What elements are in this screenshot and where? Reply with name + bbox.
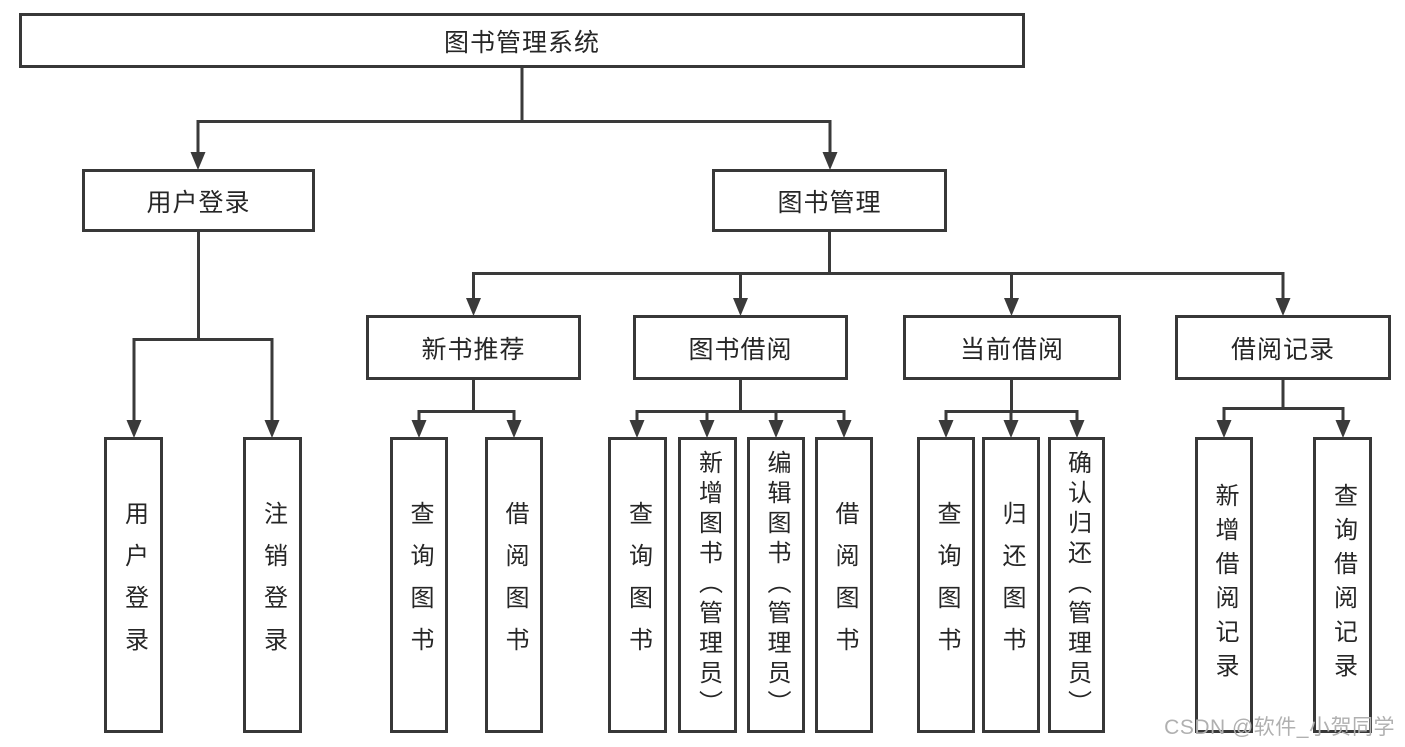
node-new-book-recommend: 新书推荐 <box>366 315 581 380</box>
leaf-label: 借阅图书 <box>831 501 858 669</box>
node-book-borrowing: 图书借阅 <box>633 315 848 380</box>
leaf-label: 查询借阅记录 <box>1329 483 1357 687</box>
arrowhead-icons <box>126 152 1351 438</box>
node-leaf-borrow-book-recommend: 借阅图书 <box>485 437 543 733</box>
leaf-label: 编辑图书（管理员） <box>763 450 790 720</box>
node-leaf-add-book-admin: 新增图书（管理员） <box>678 437 737 733</box>
node-user-login: 用户登录 <box>82 169 315 232</box>
leaf-label: 用户登录 <box>120 501 148 669</box>
csdn-watermark: CSDN @软件_小贺同学 <box>1164 716 1395 739</box>
node-leaf-return-book: 归还图书 <box>982 437 1040 733</box>
leaf-label: 归还图书 <box>998 501 1025 669</box>
node-leaf-add-borrow-record: 新增借阅记录 <box>1195 437 1253 733</box>
leaf-label: 新增图书（管理员） <box>694 450 722 720</box>
node-leaf-query-book-recommend: 查询图书 <box>390 437 448 733</box>
node-book-management: 图书管理 <box>712 169 947 232</box>
node-borrowing-records: 借阅记录 <box>1175 315 1391 380</box>
leaf-label: 确认归还（管理员） <box>1063 450 1091 720</box>
connector-paths <box>132 68 1345 421</box>
node-library-management-system: 图书管理系统 <box>19 13 1025 68</box>
leaf-label: 注销登录 <box>259 501 287 669</box>
leaf-label: 查询图书 <box>933 501 960 669</box>
node-leaf-user-login: 用户登录 <box>104 437 163 733</box>
node-leaf-logout: 注销登录 <box>243 437 302 733</box>
leaf-label: 查询图书 <box>406 501 433 669</box>
node-leaf-query-book-borrow: 查询图书 <box>608 437 667 733</box>
node-leaf-edit-book-admin: 编辑图书（管理员） <box>747 437 805 733</box>
leaf-label: 新增借阅记录 <box>1211 483 1238 687</box>
node-current-borrowing: 当前借阅 <box>903 315 1121 380</box>
node-leaf-query-book-current: 查询图书 <box>917 437 975 733</box>
leaf-label: 查询图书 <box>624 501 652 669</box>
node-leaf-borrow-book: 借阅图书 <box>815 437 873 733</box>
leaf-label: 借阅图书 <box>501 501 528 669</box>
node-leaf-confirm-return-admin: 确认归还（管理员） <box>1048 437 1105 733</box>
node-leaf-query-borrow-record: 查询借阅记录 <box>1313 437 1372 733</box>
